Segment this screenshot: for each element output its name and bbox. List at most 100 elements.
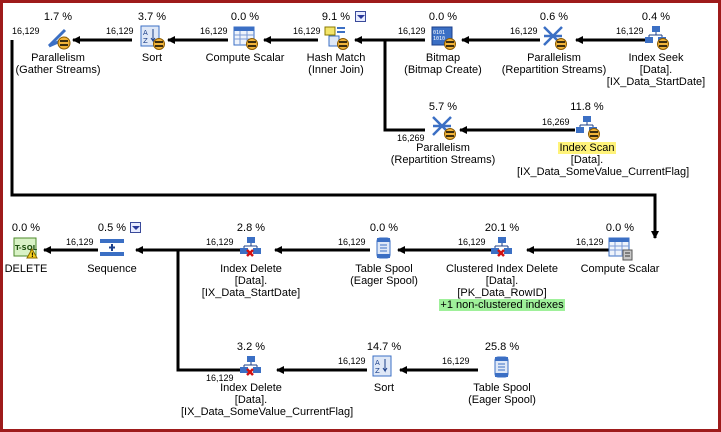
link-idxdel2-sequence [176,250,244,372]
node-sublabel: [Data]. [234,394,268,406]
node-parallelism-gather[interactable]: 1.7 % Parallelism (Gather Streams) [0,11,128,76]
row-count: 16,129 [293,26,321,36]
index-scan-icon [576,116,600,140]
node-object-name: [PK_Data_RowID] [457,287,547,299]
node-label: Hash Match [306,52,366,64]
node-sort-bottom[interactable]: 14.7 % A Z Sort [314,341,454,394]
node-object-name: [IX_Data_SomeValue_CurrentFlag] [181,406,354,418]
node-object-name: [IX_Data_StartDate] [606,76,706,88]
cost-percent: 0.0 % [428,11,458,23]
node-sublabel: [Data]. [485,275,519,287]
node-label: Table Spool [473,382,531,394]
row-count: 16,129 [442,356,470,366]
node-sublabel: (Eager Spool) [350,275,418,287]
node-label: Sort [141,52,163,64]
node-object-name: [IX_Data_SomeValue_CurrentFlag] [517,166,690,178]
node-label: DELETE [4,263,48,275]
svg-text:0101: 0101 [433,30,445,36]
nonclustered-indexes-badge[interactable]: +1 non-clustered indexes [439,299,565,311]
node-parallelism-repartition-mid[interactable]: 5.7 % Parallelism (Repartition Streams) [373,101,513,166]
cost-percent: 3.2 % [236,341,266,353]
cost-percent: 25.8 % [484,341,520,353]
repartition-icon [543,26,567,50]
cost-percent: 1.7 % [43,11,73,23]
row-count: 16,129 [458,237,486,247]
row-count: 16,129 [338,356,366,366]
node-hash-match[interactable]: 9.1 % Hash Match (Inner Join) [266,11,406,76]
node-sublabel: (Inner Join) [308,64,364,76]
node-label: Table Spool [355,263,413,275]
sort-icon: A Z [140,25,165,50]
tsql-icon: T-SQL ! [13,237,38,259]
node-sublabel: (Repartition Streams) [501,64,607,76]
node-compute-scalar-right[interactable]: 0.0 % Compute Scalar [550,222,690,275]
index-seek-icon [645,26,669,50]
row-count: 16,129 [200,26,228,36]
node-bitmap[interactable]: 0.0 % 0101 1010 Bitmap (Bitmap Create) [373,11,513,76]
row-count: 16,129 [12,26,40,36]
svg-text:!: ! [31,252,34,259]
svg-text:A: A [375,359,380,367]
cost-percent: 20.1 % [484,222,520,234]
link-loop [10,40,659,239]
node-label: Index Delete [220,263,282,275]
node-label: Sort [373,382,395,394]
row-count: 16,129 [206,373,234,383]
sort-icon: A Z [372,355,392,377]
cost-percent: 0.0 % [230,11,260,23]
node-sublabel: (Gather Streams) [15,64,101,76]
cost-percent: 5.7 % [428,101,458,113]
node-table-spool-2[interactable]: 25.8 % Table Spool (Eager Spool) [432,341,572,406]
warning-dropdown-button[interactable] [130,222,141,233]
node-label: Parallelism [31,52,85,64]
node-index-seek[interactable]: 0.4 % Index Seek [Data]. [IX_Data_StartD… [586,11,721,88]
node-label: Bitmap [425,52,461,64]
node-label: Sequence [87,263,137,275]
node-label: Clustered Index Delete [446,263,558,275]
node-table-spool-1[interactable]: 0.0 % Table Spool (Eager Spool) [314,222,454,287]
cost-percent: 0.5 % [97,222,127,234]
node-sublabel: (Repartition Streams) [390,154,496,166]
svg-text:1010: 1010 [433,36,445,42]
row-count: 16,129 [338,237,366,247]
node-delete[interactable]: 0.0 % T-SQL ! DELETE [0,222,96,275]
clustered-index-delete-icon [491,237,512,257]
compute-scalar-icon [233,26,258,50]
cost-percent: 0.0 % [369,222,399,234]
node-sequence[interactable]: 0.5 % Sequence [42,222,182,275]
row-count: 16,129 [616,26,644,36]
repartition-icon [432,116,456,140]
bitmap-icon: 0101 1010 [431,26,456,50]
row-count: 16,129 [106,26,134,36]
node-index-scan[interactable]: 11.8 % Index Scan [Data]. [IX_Data_SomeV… [517,101,690,178]
row-count: 16,129 [576,237,604,247]
svg-text:Z: Z [375,367,380,375]
node-sort-top[interactable]: 3.7 % A Z Sort [82,11,222,64]
table-spool-icon [494,356,509,378]
index-delete-icon [240,237,261,257]
node-clustered-index-delete[interactable]: 20.1 % Clustered Index Delete [Data]. [P… [432,222,572,311]
table-spool-icon [376,237,391,259]
cost-percent: 2.8 % [236,222,266,234]
warning-dropdown-button[interactable] [355,11,366,22]
row-count: 16,129 [206,237,234,247]
cost-percent: 0.6 % [539,11,569,23]
node-parallelism-repartition-top[interactable]: 0.6 % Parallelism (Repartition Streams) [484,11,624,76]
cost-percent: 3.7 % [137,11,167,23]
compute-scalar-icon [608,237,633,261]
cost-percent: 11.8 % [570,101,604,113]
parallelism-icon [47,28,71,50]
node-sublabel: (Bitmap Create) [404,64,482,76]
node-label: Compute Scalar [205,52,285,64]
row-count: 16,269 [397,133,425,143]
svg-text:Z: Z [143,37,148,45]
node-index-delete-2[interactable]: 3.2 % Index Delete [Data]. [IX_Data_Some… [181,341,354,418]
node-index-delete-1[interactable]: 2.8 % Index Delete [Data]. [IX_Data_Star… [181,222,321,299]
node-object-name: [IX_Data_StartDate] [201,287,301,299]
sequence-icon [100,239,124,256]
node-label-highlighted: Index Scan [558,142,616,154]
node-compute-scalar-top[interactable]: 0.0 % Compute Scalar [175,11,315,64]
node-sublabel: (Eager Spool) [468,394,536,406]
